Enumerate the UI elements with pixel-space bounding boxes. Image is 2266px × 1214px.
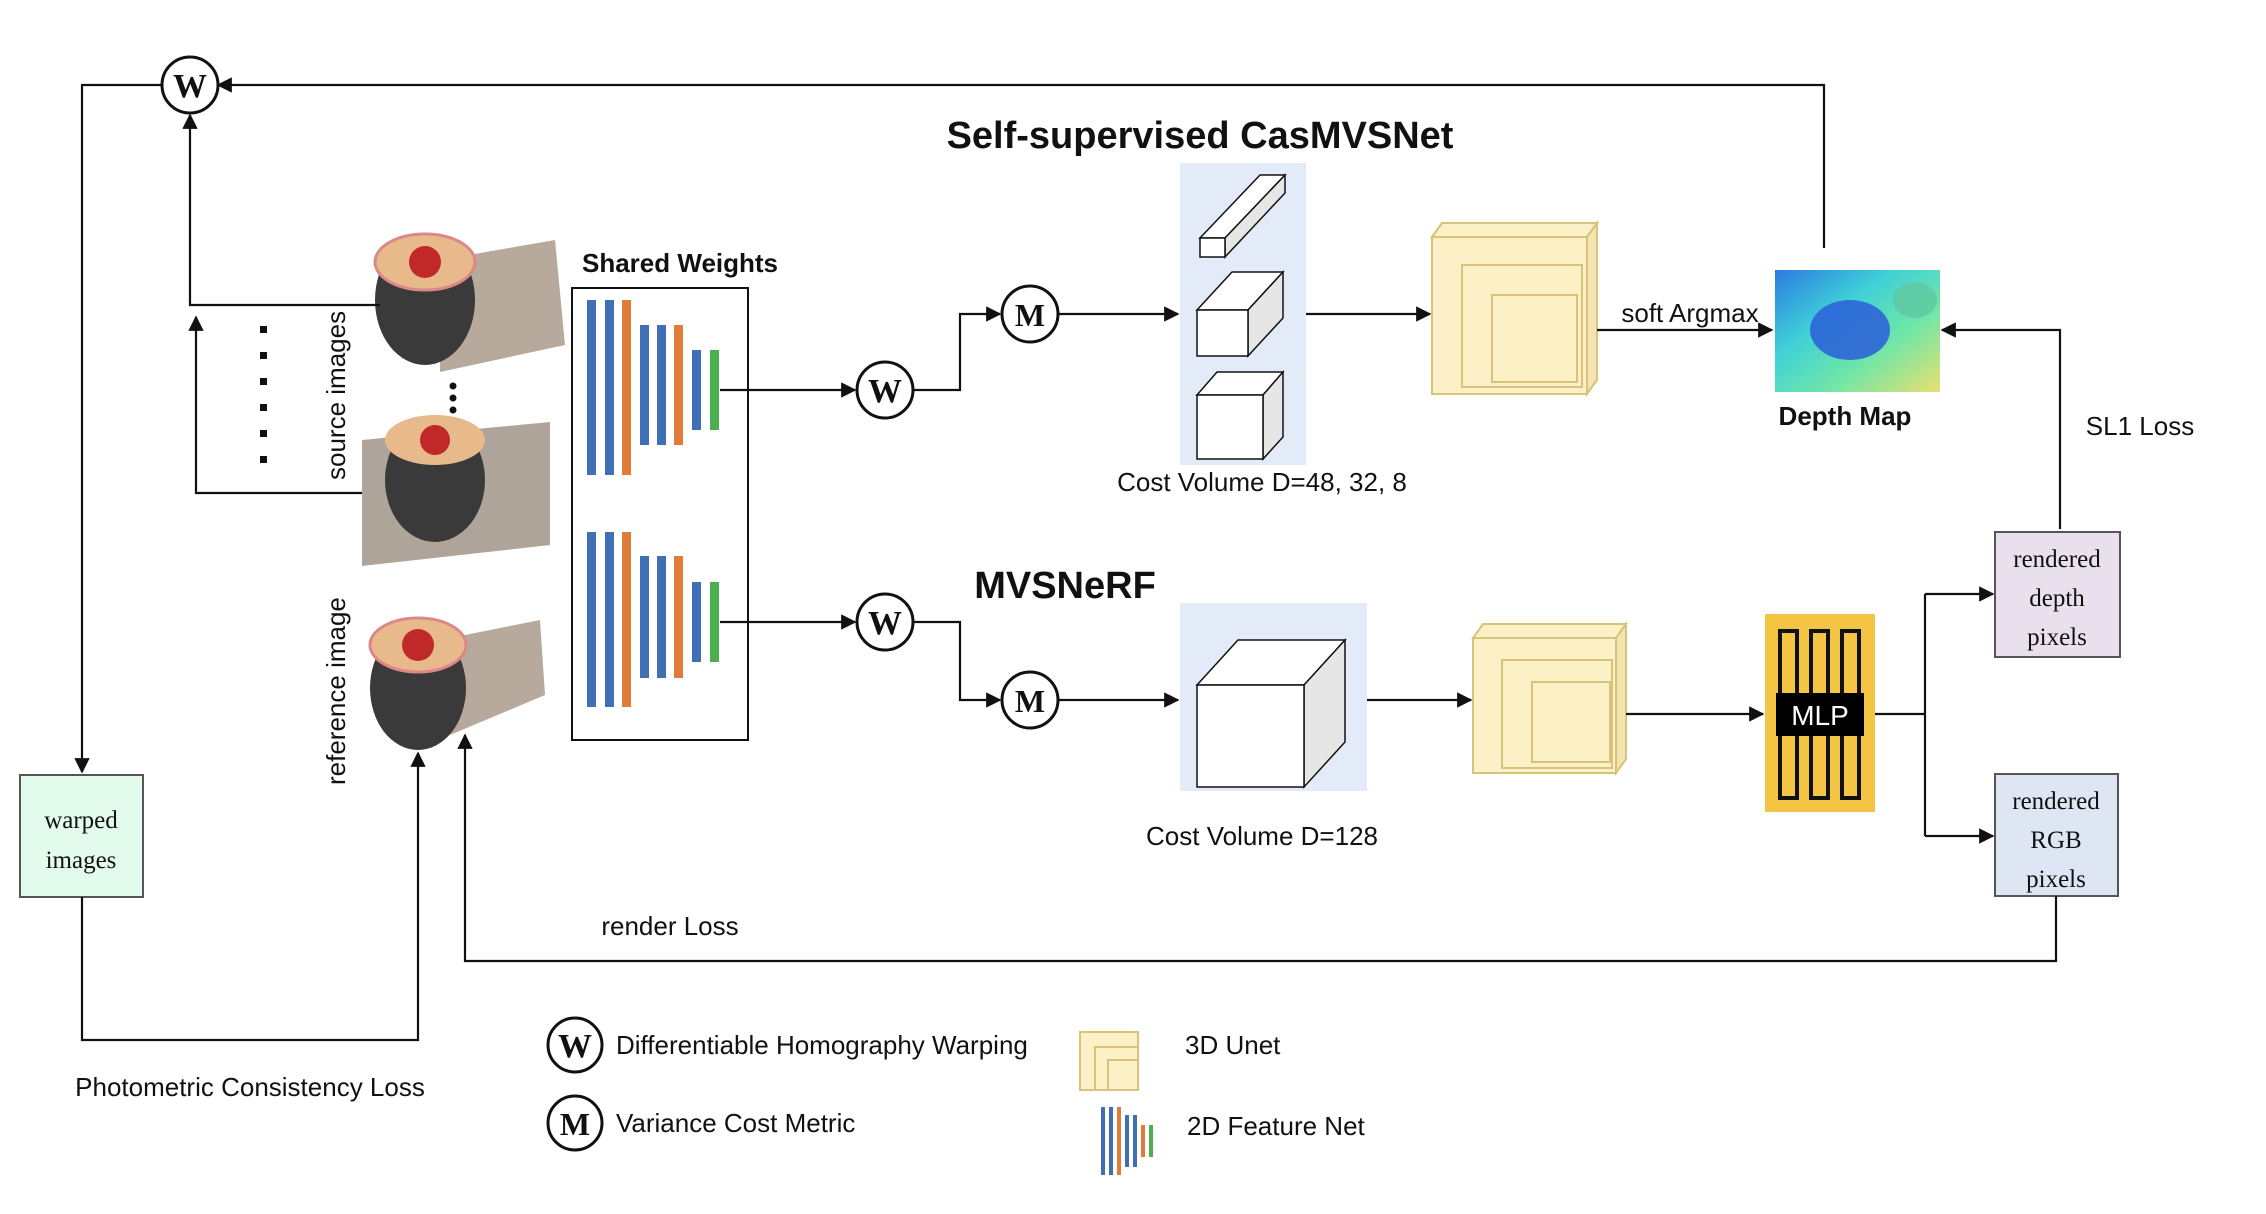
legend-warp-icon: W xyxy=(546,1016,604,1074)
svg-text:warped: warped xyxy=(44,807,118,834)
warp-node-photometric: W xyxy=(160,55,220,115)
legend-unet-icon xyxy=(1079,1031,1139,1091)
cost-volume-bottom-label: Cost Volume D=128 xyxy=(1146,821,1378,851)
warp-node-top: W xyxy=(855,360,915,420)
svg-text:M: M xyxy=(1015,297,1045,333)
svg-text:W: W xyxy=(558,1028,592,1065)
shared-weights-label: Shared Weights xyxy=(582,248,778,278)
mlp-block: MLP xyxy=(1765,614,1875,812)
soft-argmax-label: soft Argmax xyxy=(1621,298,1758,328)
svg-text:pixels: pixels xyxy=(2027,624,2087,651)
source-image-2 xyxy=(362,415,550,566)
svg-text:rendered: rendered xyxy=(2013,546,2101,573)
reference-image-label: reference image xyxy=(321,597,351,785)
photometric-loss-label: Photometric Consistency Loss xyxy=(75,1072,425,1102)
mvsnerf-title: MVSNeRF xyxy=(974,565,1156,607)
sl1-loss-label: SL1 Loss xyxy=(2086,411,2194,441)
legend-metric-label: Variance Cost Metric xyxy=(616,1108,855,1138)
cost-volume-top-label: Cost Volume D=48, 32, 8 xyxy=(1117,467,1407,497)
legend-metric-icon: M xyxy=(546,1094,604,1152)
legend: W Differentiable Homography Warping M Va… xyxy=(546,1016,1366,1175)
svg-text:pixels: pixels xyxy=(2026,866,2086,893)
svg-text:W: W xyxy=(868,605,902,642)
casmvsnet-title: Self-supervised CasMVSNet xyxy=(947,115,1454,157)
cost-volume-bottom xyxy=(1180,603,1367,791)
metric-node-top: M xyxy=(1000,284,1060,344)
metric-node-bottom: M xyxy=(1000,670,1060,730)
mlp-label: MLP xyxy=(1791,700,1849,731)
depth-map-image xyxy=(1775,270,1940,392)
legend-warp-label: Differentiable Homography Warping xyxy=(616,1030,1028,1060)
legend-feature-net-icon xyxy=(1101,1107,1153,1175)
svg-text:M: M xyxy=(560,1106,590,1142)
svg-text:W: W xyxy=(868,373,902,410)
depth-map-label: Depth Map xyxy=(1779,401,1912,431)
svg-text:rendered: rendered xyxy=(2012,788,2100,815)
source-image-1 xyxy=(373,232,565,372)
svg-text:M: M xyxy=(1015,683,1045,719)
warp-node-bottom: W xyxy=(855,592,915,652)
svg-text:depth: depth xyxy=(2029,585,2085,612)
svg-text:images: images xyxy=(46,847,117,874)
render-loss-label: render Loss xyxy=(601,911,738,941)
cost-volume-top xyxy=(1180,163,1306,465)
feature-net-bottom xyxy=(587,532,719,707)
connectors xyxy=(74,77,2062,1042)
source-images-label: source images xyxy=(321,311,351,480)
svg-text:W: W xyxy=(173,68,207,105)
unet-bottom xyxy=(1471,620,1628,777)
legend-unet-label: 3D Unet xyxy=(1185,1030,1281,1060)
warped-images-box: warped images xyxy=(19,774,144,898)
svg-text:RGB: RGB xyxy=(2030,827,2081,854)
legend-feature-net-label: 2D Feature Net xyxy=(1187,1111,1366,1141)
ellipsis-dots-vertical xyxy=(449,382,457,414)
shared-weights-box xyxy=(571,287,749,741)
rendered-depth-box: rendered depth pixels xyxy=(1994,531,2121,658)
unet-top xyxy=(1430,219,1599,398)
rendered-rgb-box: rendered RGB pixels xyxy=(1994,773,2119,897)
feature-net-top xyxy=(587,300,719,475)
ellipsis-dots-column xyxy=(260,326,267,463)
reference-image xyxy=(368,616,545,750)
